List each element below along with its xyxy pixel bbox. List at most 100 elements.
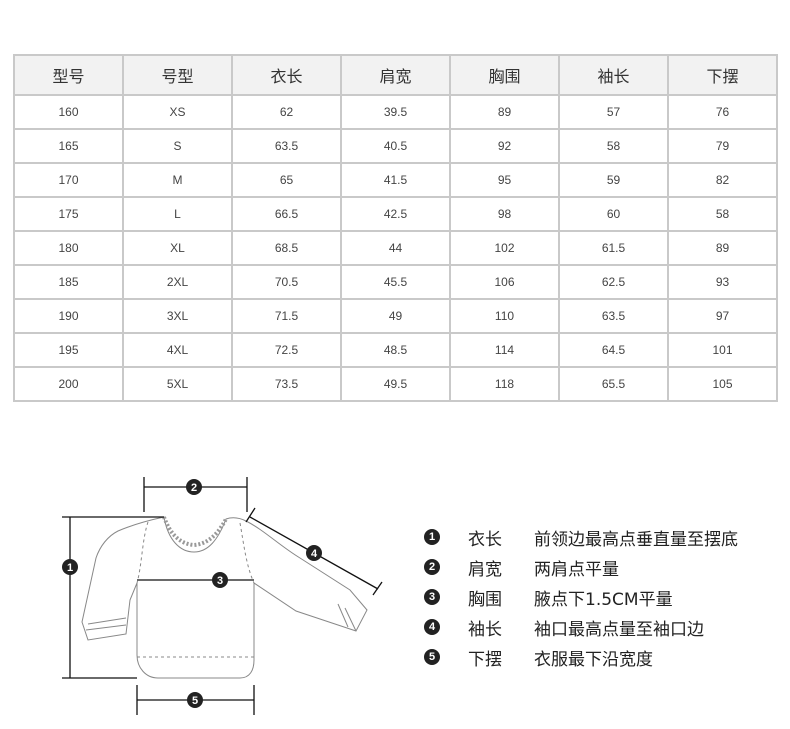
right-cuff <box>344 607 357 632</box>
table-cell: 106 <box>449 264 560 300</box>
table-cell: 59 <box>558 162 669 198</box>
table-cell: 64.5 <box>558 332 669 368</box>
header-cell: 袖长 <box>558 54 669 96</box>
table-cell: 62 <box>231 94 342 130</box>
legend-item: 2 肩宽 两肩点平量 <box>424 552 738 582</box>
table-cell: 92 <box>449 128 560 164</box>
table-cell: 89 <box>449 94 560 130</box>
table-cell: XL <box>122 230 233 266</box>
legend-description: 腋点下1.5CM平量 <box>534 589 673 610</box>
table-cell: 70.5 <box>231 264 342 300</box>
marker-1-icon: 1 <box>62 559 78 575</box>
table-cell: 97 <box>667 298 778 334</box>
table-cell: 2XL <box>122 264 233 300</box>
legend-number-icon: 1 <box>424 529 440 545</box>
legend-term: 胸围 <box>468 589 502 610</box>
table-cell: 185 <box>13 264 124 300</box>
legend-item: 1 衣长 前领边最高点垂直量至摆底 <box>424 522 738 552</box>
right-seam <box>239 522 255 584</box>
legend-term: 下摆 <box>468 649 502 670</box>
table-cell: 102 <box>449 230 560 266</box>
legend-term: 肩宽 <box>468 559 502 580</box>
table-cell: 89 <box>667 230 778 266</box>
table-cell: 82 <box>667 162 778 198</box>
table-cell: 48.5 <box>340 332 451 368</box>
table-cell: 195 <box>13 332 124 368</box>
table-cell: L <box>122 196 233 232</box>
legend-description: 衣服最下沿宽度 <box>534 649 653 670</box>
table-cell: 42.5 <box>340 196 451 232</box>
table-cell: 98 <box>449 196 560 232</box>
marker-4-icon: 4 <box>306 545 322 561</box>
header-cell: 下摆 <box>667 54 778 96</box>
table-cell: 118 <box>449 366 560 402</box>
table-cell: 79 <box>667 128 778 164</box>
table-cell: M <box>122 162 233 198</box>
table-cell: 101 <box>667 332 778 368</box>
header-cell: 号型 <box>122 54 233 96</box>
table-cell: 63.5 <box>558 298 669 334</box>
table-cell: 45.5 <box>340 264 451 300</box>
table-cell: S <box>122 128 233 164</box>
table-cell: 63.5 <box>231 128 342 164</box>
svg-text:1: 1 <box>67 562 73 574</box>
table-cell: 39.5 <box>340 94 451 130</box>
legend-number-icon: 5 <box>424 649 440 665</box>
table-cell: 68.5 <box>231 230 342 266</box>
table-cell: 62.5 <box>558 264 669 300</box>
table-cell: 110 <box>449 298 560 334</box>
legend-item: 4 袖长 袖口最高点量至袖口边 <box>424 612 738 642</box>
table-cell: 93 <box>667 264 778 300</box>
svg-text:3: 3 <box>217 575 223 587</box>
table-cell: 60 <box>558 196 669 232</box>
table-cell: 58 <box>667 196 778 232</box>
table-cell: 114 <box>449 332 560 368</box>
legend-item: 5 下摆 衣服最下沿宽度 <box>424 642 738 672</box>
table-cell: 61.5 <box>558 230 669 266</box>
table-cell: 57 <box>558 94 669 130</box>
svg-text:2: 2 <box>191 482 197 494</box>
collar-rib <box>162 516 228 548</box>
table-cell: 40.5 <box>340 128 451 164</box>
table-cell: 95 <box>449 162 560 198</box>
legend-description: 两肩点平量 <box>534 559 619 580</box>
marker-3-icon: 3 <box>212 572 228 588</box>
measurement-legend: 1 衣长 前领边最高点垂直量至摆底 2 肩宽 两肩点平量 3 胸围 腋点下1.5… <box>424 522 738 672</box>
table-cell: 65.5 <box>558 366 669 402</box>
table-cell: 5XL <box>122 366 233 402</box>
svg-text:5: 5 <box>192 695 198 707</box>
marker-5-icon: 5 <box>187 692 203 708</box>
legend-description: 袖口最高点量至袖口边 <box>534 619 704 640</box>
legend-number-icon: 4 <box>424 619 440 635</box>
table-cell: 49.5 <box>340 366 451 402</box>
table-cell: 190 <box>13 298 124 334</box>
left-seam <box>136 521 149 584</box>
marker-2-icon: 2 <box>186 479 202 495</box>
header-cell: 型号 <box>13 54 124 96</box>
header-cell: 衣长 <box>231 54 342 96</box>
table-header-row: 型号 号型 衣长 肩宽 胸围 袖长 下摆 <box>13 54 778 96</box>
table-cell: 66.5 <box>231 196 342 232</box>
legend-item: 3 胸围 腋点下1.5CM平量 <box>424 582 738 612</box>
legend-term: 袖长 <box>468 619 502 640</box>
table-cell: XS <box>122 94 233 130</box>
left-cuff-line <box>85 624 127 631</box>
table-cell: 105 <box>667 366 778 402</box>
header-cell: 肩宽 <box>340 54 451 96</box>
table-cell: 44 <box>340 230 451 266</box>
table-cell: 175 <box>13 196 124 232</box>
table-cell: 71.5 <box>231 298 342 334</box>
table-cell: 58 <box>558 128 669 164</box>
table-cell: 180 <box>13 230 124 266</box>
table-cell: 49 <box>340 298 451 334</box>
table-cell: 165 <box>13 128 124 164</box>
